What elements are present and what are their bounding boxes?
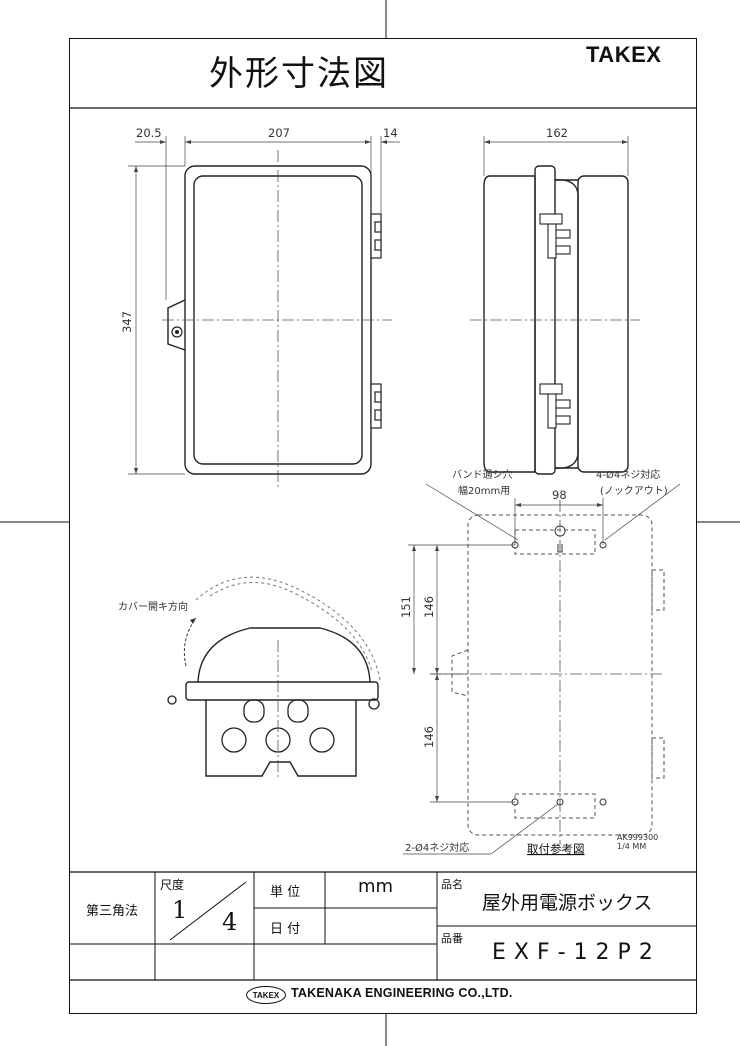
dim-left-label: 20.5 — [136, 126, 162, 140]
dim-146-top-label: 146 — [422, 596, 436, 618]
dim-depth-label: 162 — [546, 126, 568, 140]
cover-dome — [197, 627, 371, 683]
page-title: 外形寸法図 — [209, 54, 389, 94]
scale-denominator: 4 — [222, 908, 238, 936]
unit-label: 単 位 — [270, 885, 301, 900]
scale-numerator: 1 — [172, 896, 188, 924]
knockout-right — [309, 727, 335, 753]
dim-height-label: 347 — [120, 311, 134, 333]
cover-hinge — [368, 698, 380, 710]
bottom-screw-note: 2-Ø4ネジ対応 — [405, 841, 469, 854]
company-name: TAKENAKA ENGINEERING CO.,LTD. — [291, 986, 513, 1000]
dim-151-label: 151 — [399, 596, 413, 618]
front-screw-icon — [171, 326, 183, 338]
scale-label: 尺度 — [160, 878, 185, 892]
mounting-caption: 取付参考図 — [527, 842, 585, 856]
screw-note-line2: (ノックアウト) — [600, 485, 668, 497]
product-name: 屋外用電源ボックス — [482, 892, 653, 914]
drawing-frame — [69, 38, 697, 1014]
dim-right-label: 14 — [383, 126, 398, 140]
band-note-line2: 幅20mm用 — [458, 484, 510, 497]
knockout-left — [221, 727, 247, 753]
hinge-top — [370, 213, 382, 259]
product-number: EXF-12P2 — [492, 940, 661, 965]
dim-width-label: 207 — [268, 126, 290, 140]
cover-rim — [185, 681, 379, 701]
front-latch — [167, 299, 186, 351]
drawing-code-2: 1/4 MM — [617, 842, 646, 851]
takex-small-logo: TAKEX — [246, 986, 286, 1004]
product-name-label: 品名 — [441, 878, 463, 891]
cover-open-outline — [195, 576, 381, 681]
screw-note-line1: 4-Ø4ネジ対応 — [596, 468, 660, 481]
cable-slot-right — [287, 699, 309, 723]
mount-hole-br — [599, 798, 607, 806]
side-body — [483, 175, 536, 473]
cover-open-arrow-icon — [183, 617, 197, 667]
product-number-label: 品番 — [441, 932, 463, 945]
cover-latch — [167, 695, 177, 705]
drawing-code-1: AK999300 — [617, 833, 658, 842]
unit-value: mm — [358, 876, 394, 897]
band-note-line1: バンド通シ穴 — [452, 468, 513, 481]
cable-slot-left — [243, 699, 265, 723]
dim-146-bottom-label: 146 — [422, 726, 436, 748]
dim-98-label: 98 — [552, 488, 567, 502]
cover-note: カバー開キ方向 — [118, 600, 188, 613]
date-label: 日 付 — [270, 922, 301, 937]
cover-base — [205, 700, 357, 777]
hinge-bottom — [370, 383, 382, 429]
projection-method: 第三角法 — [86, 904, 139, 919]
brand-logo: TAKEX — [586, 42, 662, 67]
